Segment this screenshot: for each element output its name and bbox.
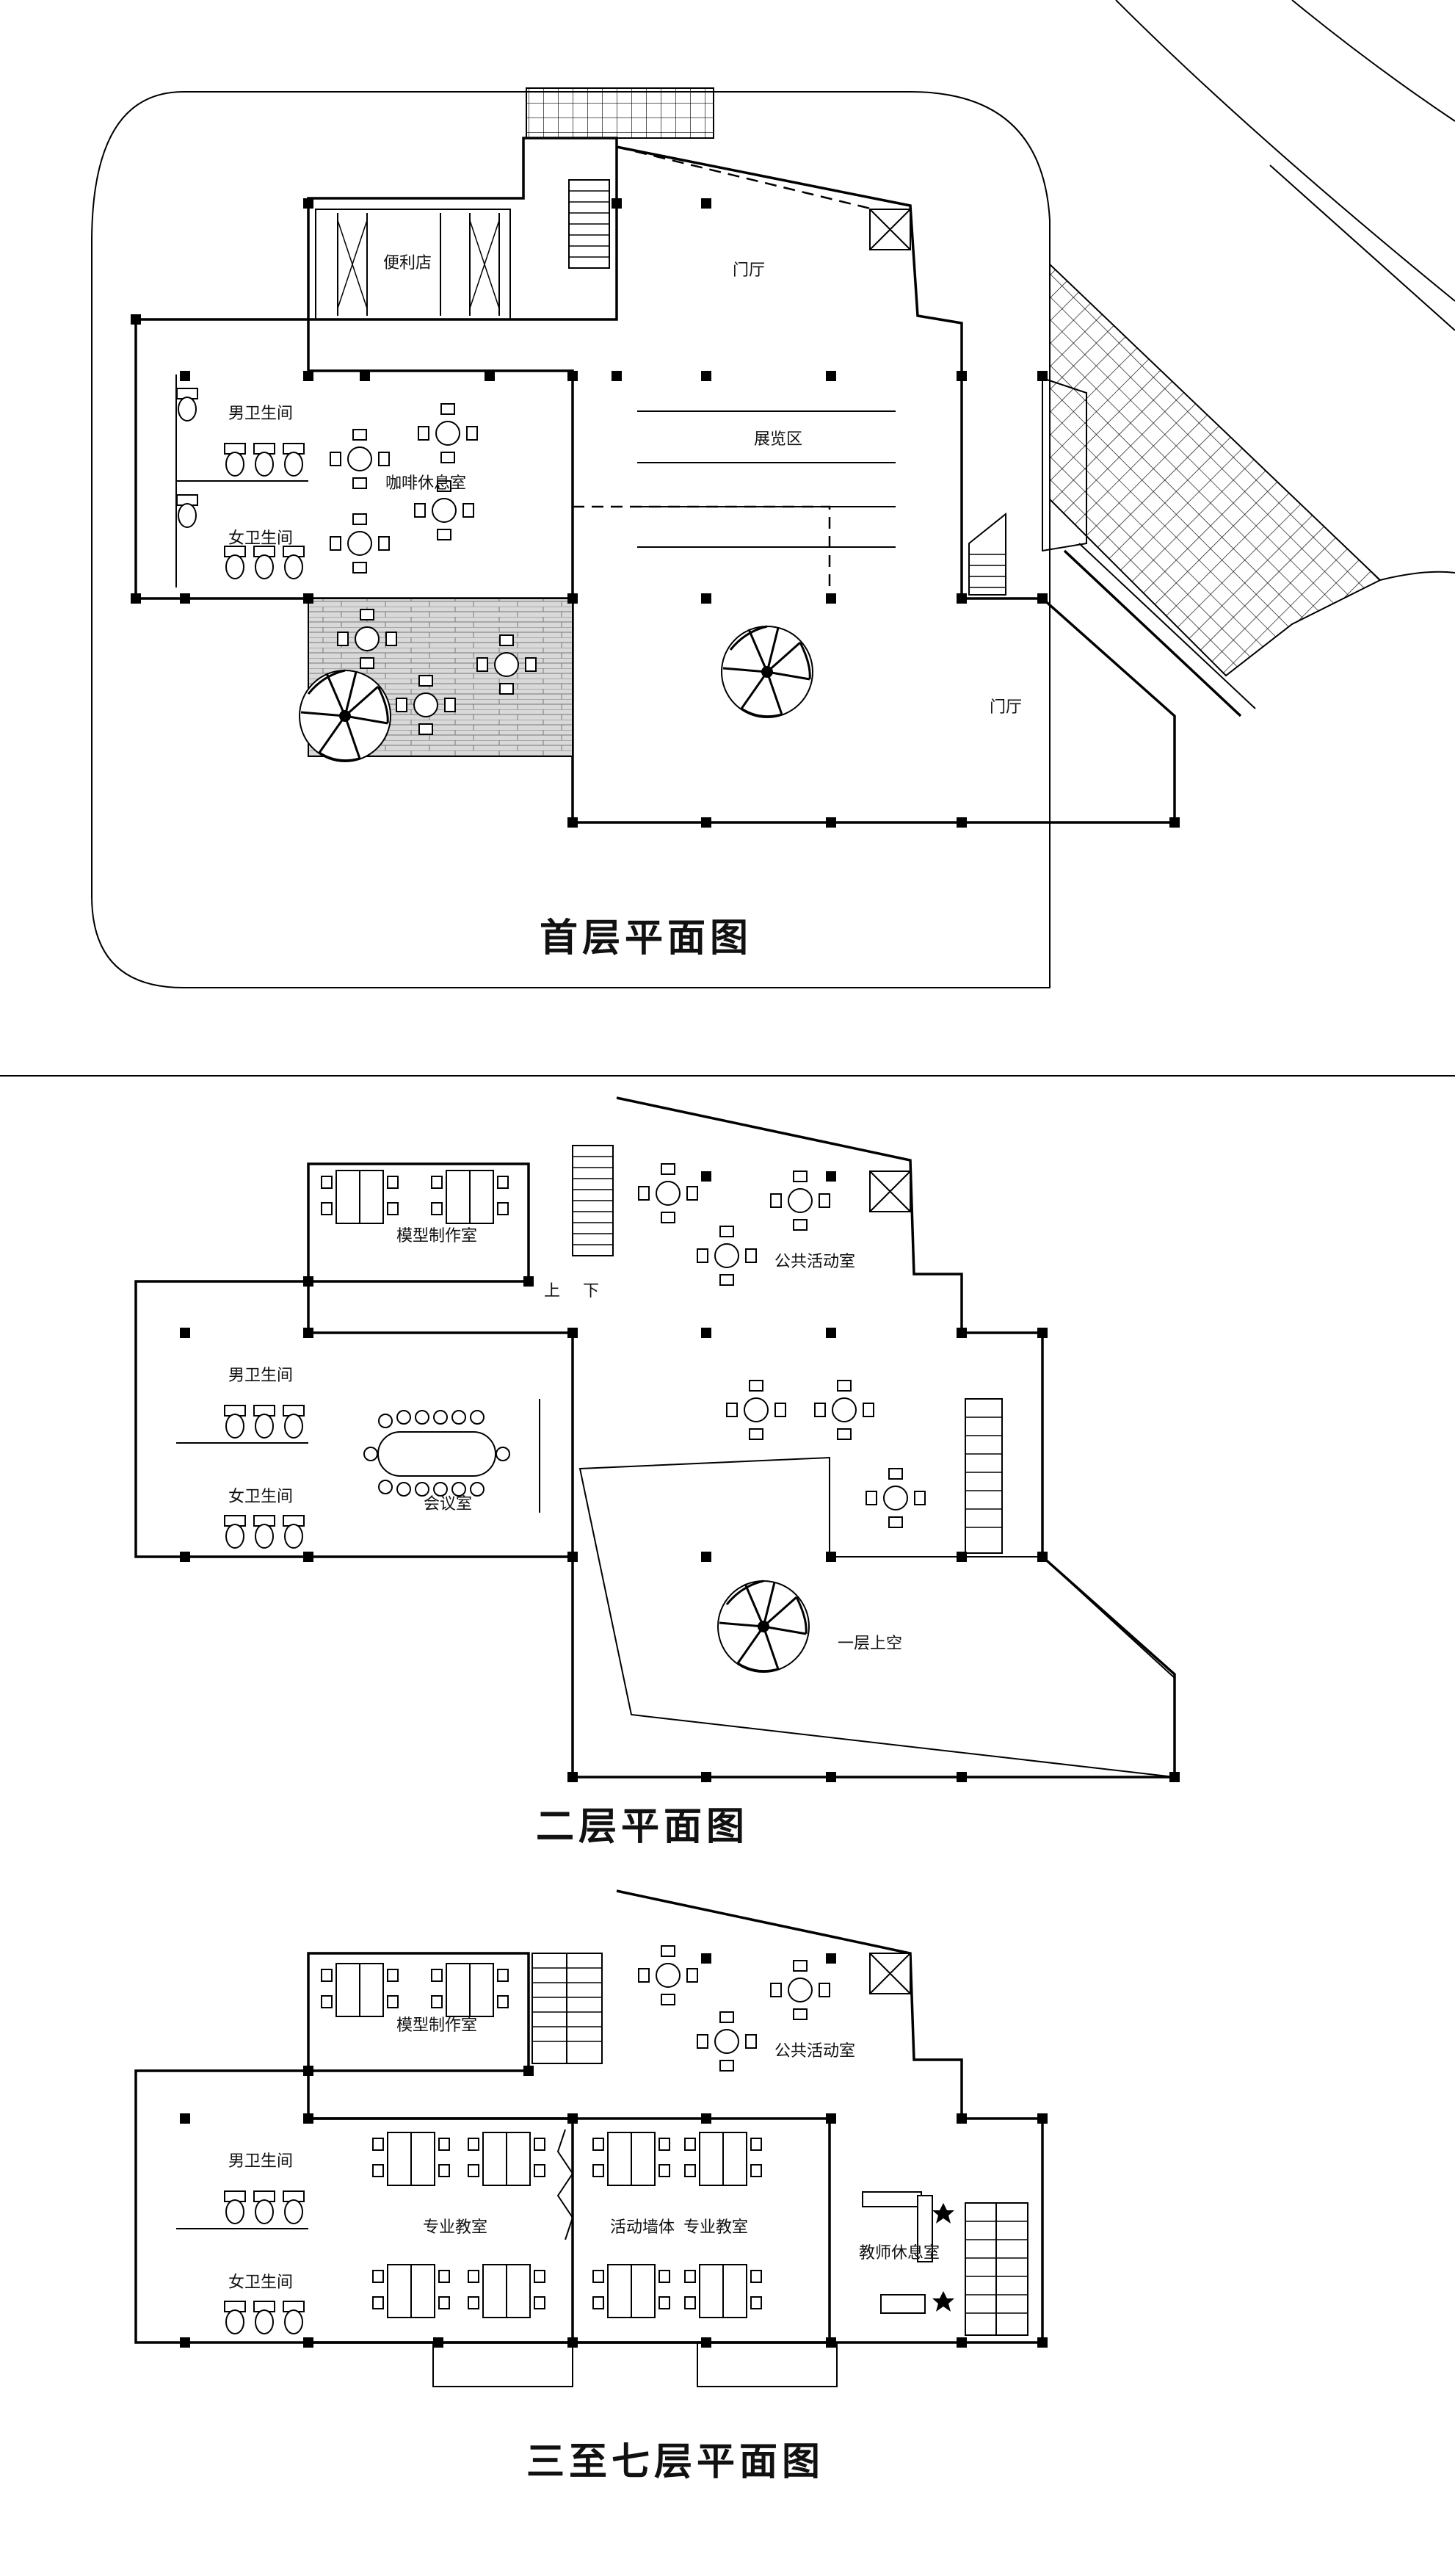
exhibit-dash [573,505,831,595]
east-glass-wall [1063,549,1242,717]
terrace-tree-icon [298,669,392,763]
balcony-west [432,2342,573,2387]
second-wc-block [176,1405,308,1549]
road-curve-1 [1115,0,1455,302]
landscape-curve [1379,571,1455,581]
landscape-hatch [1049,262,1382,677]
east-glass-wall-inner [1078,543,1256,709]
upper-edge-dash [616,145,874,211]
stair-icon [568,179,610,269]
room-label-void: 一层上空 [838,1635,902,1653]
room-label-model-upper: 模型制作室 [396,2016,477,2035]
upper-elevator-cross [869,1953,911,1994]
second-columns [180,1171,1180,1782]
room-label-hall-bottom: 门厅 [990,698,1022,717]
east-stair-icon [968,512,1006,596]
second-tree-icon [716,1580,810,1674]
second-east-stair-icon [965,1398,1003,1554]
meeting-table [363,1410,510,1497]
tree-icon [720,625,814,719]
movable-wall-icon [556,2129,574,2240]
second-public-tables [638,1163,926,1528]
upper-columns [180,1953,1048,2348]
balcony-east [697,2342,838,2387]
ground-floor-plan: 便利店 门厅 展览区 咖啡休息室 男卫生间 女卫生间 门厅 首层平面图 [91,0,1455,988]
room-label-public: 公共活动室 [774,1253,855,1271]
room-label-men-wc-upper: 男卫生间 [228,2152,293,2171]
room-label-men-wc: 男卫生间 [228,405,293,423]
room-label-meeting: 会议室 [424,1495,472,1513]
upper-wc-block [176,2190,308,2334]
second-elevator-cross [869,1171,911,1212]
room-label-women-wc-2: 女卫生间 [228,1488,293,1506]
ground-wc-block [175,375,308,587]
room-label-model: 模型制作室 [396,1227,477,1245]
shop-shelves [315,209,511,320]
elevator-cross [869,209,911,250]
stair-up-mark: 上 [544,1282,560,1300]
stair-down-mark: 下 [583,1282,599,1300]
room-label-hall-top: 门厅 [733,261,765,280]
void-outline [578,1456,1175,1779]
second-stair-icon [572,1145,614,1256]
room-label-exhibit: 展览区 [754,430,802,449]
ground-columns [131,198,1180,828]
upper-floor-plan: 模型制作室 公共活动室 专业教室 活动墙体 专业教室 教师休息室 男卫生间 女卫… [134,1889,1048,2484]
upper-model-desks [321,1963,509,2017]
east-block-outline [571,145,1176,824]
room-label-movable-wall: 活动墙体 [610,2218,675,2237]
title-ground-floor: 首层平面图 [540,916,752,960]
room-label-classroom-b: 专业教室 [683,2218,748,2237]
room-label-cafe: 咖啡休息室 [385,474,466,493]
road-curve-3 [1269,164,1455,331]
second-model-desks [321,1170,509,1224]
upper-east-stair-icon [965,2202,1028,2336]
room-label-classroom-a: 专业教室 [423,2218,487,2237]
road-curve-2 [1291,0,1455,122]
upper-stair-icon [531,1953,603,2064]
room-label-men-wc-2: 男卫生间 [228,1367,293,1385]
site-boundary [91,91,1051,988]
east-canopy [1042,377,1087,552]
room-label-women-wc: 女卫生间 [228,529,293,548]
room-label-teacher: 教师休息室 [859,2244,940,2262]
title-upper-floors: 三至七层平面图 [526,2440,824,2484]
second-floor-plan: 模型制作室 公共活动室 会议室 男卫生间 女卫生间 一层上空 上 下 二层平面图 [134,1096,1180,1849]
room-label-public-upper: 公共活动室 [774,2042,855,2061]
room-label-women-wc-upper: 女卫生间 [228,2273,293,2292]
entrance-paving [526,87,714,139]
second-west-wing-outline [134,1280,574,1558]
title-second-floor: 二层平面图 [536,1805,749,1849]
teacher-lounge-furniture [862,2191,954,2314]
room-label-shop: 便利店 [383,254,432,272]
